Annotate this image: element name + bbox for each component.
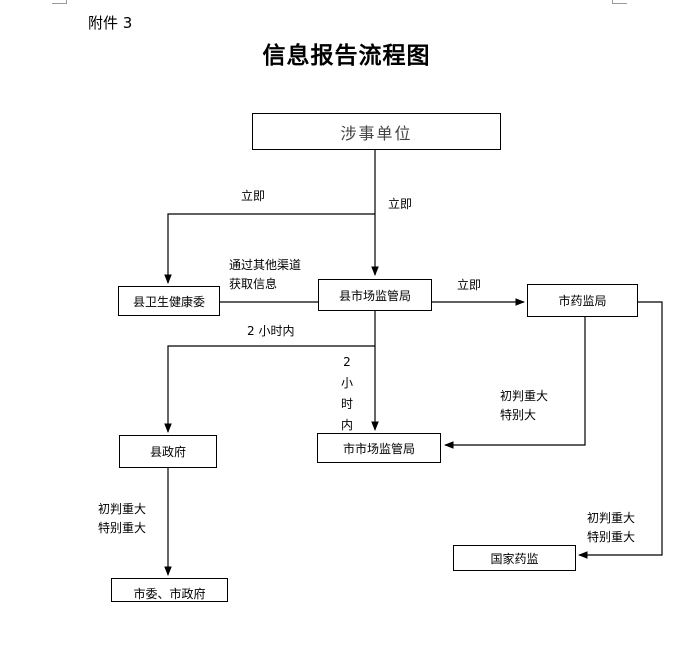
label-other-channels-line2: 获取信息 bbox=[229, 277, 278, 291]
label-vertical-char-2: 小 bbox=[340, 376, 353, 390]
label-prelim-major-county-gov-line1: 初判重大 bbox=[98, 502, 147, 516]
corner-mark-top-left bbox=[52, 0, 67, 4]
label-within-2-hours-vertical: 2 小 时 内 bbox=[340, 352, 354, 436]
label-immediately-to-market: 立即 bbox=[388, 197, 413, 211]
label-immediately-to-health: 立即 bbox=[241, 189, 266, 203]
node-county-government: 县政府 bbox=[119, 435, 217, 468]
corner-mark-top-right bbox=[612, 0, 627, 4]
label-prelim-major-city-market-line2: 特别大 bbox=[500, 408, 537, 422]
connector-market-to-county-gov bbox=[164, 345, 375, 433]
label-prelim-major-city-market-line1: 初判重大 bbox=[500, 389, 549, 403]
label-vertical-char-3: 时 bbox=[340, 397, 353, 411]
label-vertical-char-4: 内 bbox=[340, 418, 353, 432]
node-national-drug-administration: 国家药监 bbox=[453, 545, 576, 571]
label-prelim-major-national-line1: 初判重大 bbox=[587, 511, 636, 525]
label-vertical-char-1: 2 bbox=[343, 355, 351, 369]
node-county-health-commission: 县卫生健康委 bbox=[118, 286, 220, 316]
node-city-committee-government: 市委、市政府 bbox=[111, 578, 228, 602]
page-title: 信息报告流程图 bbox=[262, 43, 431, 69]
connector-unit-to-county-health bbox=[164, 213, 375, 284]
connector-city-drug-to-national bbox=[578, 301, 663, 559]
node-city-committee-label: 市委、市政府 bbox=[133, 587, 206, 601]
node-city-market-supervision: 市市场监管局 bbox=[317, 433, 441, 463]
connector-city-drug-to-city-market bbox=[444, 317, 586, 449]
label-immediately-to-city-drug: 立即 bbox=[457, 278, 482, 292]
label-prelim-major-county-gov-line2: 特别重大 bbox=[98, 521, 147, 535]
attachment-label: 附件 3 bbox=[88, 14, 133, 32]
label-prelim-major-national-line2: 特别重大 bbox=[587, 530, 636, 544]
node-involved-unit: 涉事单位 bbox=[252, 113, 501, 150]
node-county-market-supervision: 县市场监管局 bbox=[318, 279, 432, 311]
node-city-drug-administration: 市药监局 bbox=[527, 284, 638, 317]
label-within-2-hours: 2 小时内 bbox=[247, 324, 295, 338]
label-other-channels-line1: 通过其他渠道 bbox=[229, 258, 302, 272]
